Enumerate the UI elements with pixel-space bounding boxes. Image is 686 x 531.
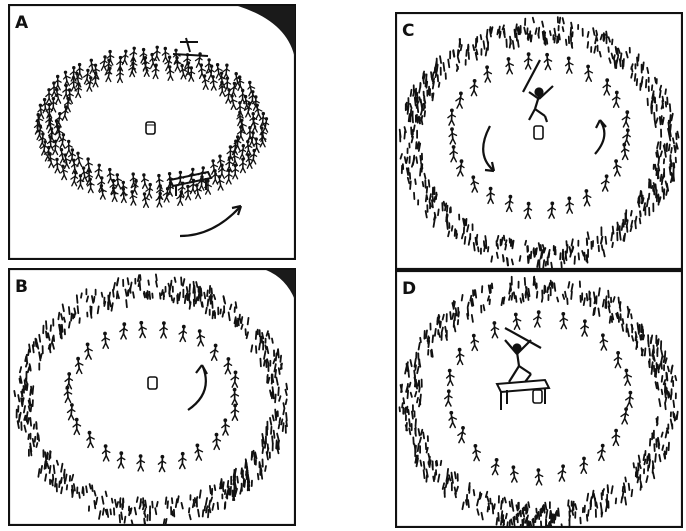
panel-c-illustration: C — [395, 12, 683, 270]
panel-b: B — [8, 268, 296, 526]
panel-a: A — [8, 4, 296, 260]
panel-d-drum-icon — [533, 390, 542, 403]
panel-d-label: D — [402, 279, 416, 299]
panel-b-illustration: B — [8, 268, 296, 526]
panel-a-drum-icon — [146, 122, 155, 134]
panel-a-label: A — [15, 13, 29, 33]
panel-c-drum-icon — [534, 126, 543, 139]
panel-c: C — [395, 12, 683, 270]
panel-c-label: C — [402, 21, 414, 41]
panel-a-illustration: A — [8, 4, 296, 260]
panel-b-drum-icon — [148, 377, 157, 389]
panel-c-border — [396, 13, 682, 269]
panel-b-label: B — [15, 277, 28, 297]
panel-d: D — [395, 270, 683, 528]
panel-d-illustration: D — [395, 270, 683, 528]
